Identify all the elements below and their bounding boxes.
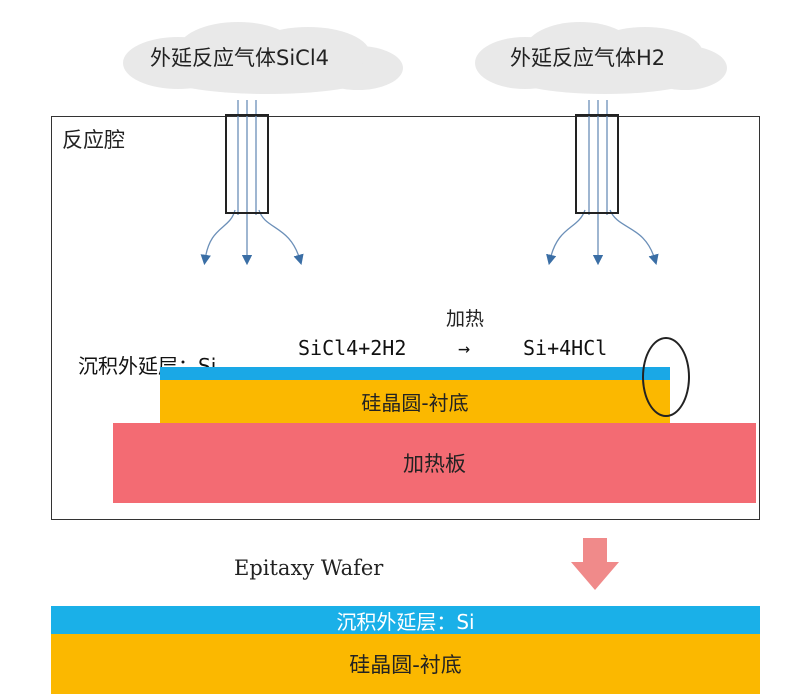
products-label: Si+4HCl (523, 336, 608, 360)
chamber-label: 反应腔 (62, 128, 125, 152)
reactants-label: SiCl4+2H2 (298, 336, 407, 360)
final-epi-label: 沉积外延层：Si (336, 609, 475, 634)
heating-condition-label: 加热 (446, 308, 485, 330)
reaction-chamber (51, 116, 760, 520)
heater-label: 加热板 (403, 452, 466, 476)
left-gas-label: 外延反应气体SiCl4 (150, 46, 330, 70)
highlight-ellipse (642, 337, 690, 417)
final-wafer-label: 硅晶圆-衬底 (349, 653, 462, 677)
heater-plate: 加热板 (113, 423, 756, 503)
wafer-label: 硅晶圆-衬底 (361, 391, 469, 415)
final-wafer-substrate: 硅晶圆-衬底 (51, 634, 760, 694)
right-gas-pipe (575, 114, 619, 214)
left-gas-pipe (225, 114, 269, 214)
cloud-left-icon (123, 22, 403, 94)
right-gas-label: 外延反应气体H2 (510, 46, 666, 70)
cloud-right-icon (475, 22, 727, 94)
right-flow-arrows-icon (546, 100, 659, 266)
epitaxy-wafer-title: Epitaxy Wafer (234, 556, 384, 580)
down-arrow-icon (571, 538, 619, 590)
final-epitaxial-layer: 沉积外延层：Si (51, 606, 760, 634)
epitaxial-layer (160, 367, 670, 380)
left-flow-arrows-icon (200, 100, 304, 266)
silicon-wafer-substrate: 硅晶圆-衬底 (160, 380, 670, 423)
reaction-arrow: → (458, 336, 471, 360)
